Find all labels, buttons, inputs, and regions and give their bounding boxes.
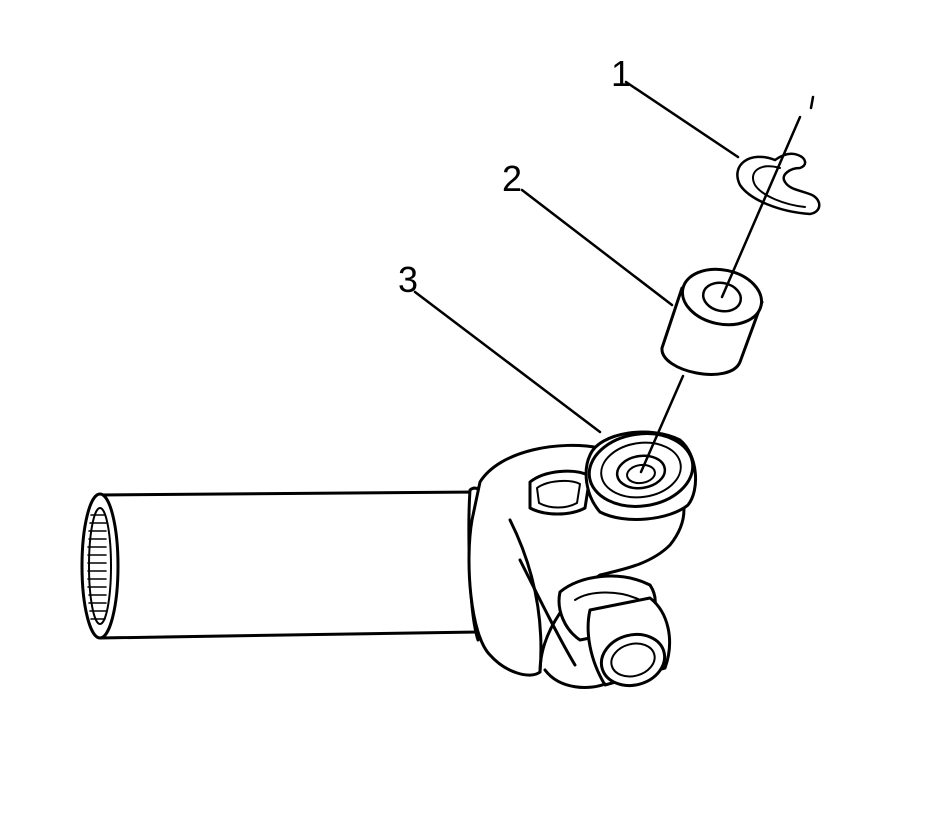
shaft-tube — [80, 490, 480, 640]
assembly-centerline — [639, 95, 815, 474]
bearing-cap-part — [660, 267, 764, 376]
shaft-splines — [87, 514, 107, 620]
callout-1: 1 — [611, 53, 632, 94]
retaining-ring-part — [736, 152, 821, 216]
callout-2: 2 — [502, 158, 523, 199]
yoke-upper-ear — [584, 430, 698, 521]
callout-3: 3 — [398, 259, 419, 300]
cross-and-lower-caps — [543, 574, 672, 689]
leader-lines — [413, 80, 740, 434]
